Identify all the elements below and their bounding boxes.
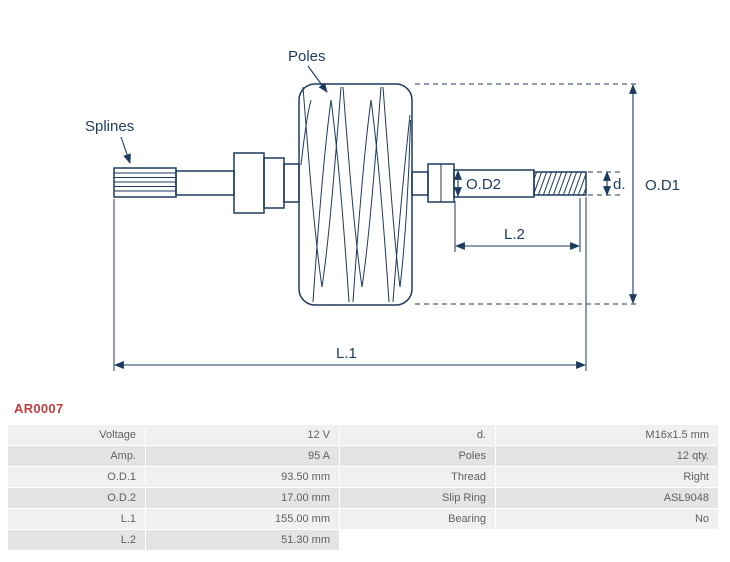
spec-label: Slip Ring	[340, 488, 495, 508]
table-row: L.2 51.30 mm	[8, 530, 718, 550]
table-row: Amp. 95 A Poles 12 qty.	[8, 446, 718, 466]
spec-label: L.1	[8, 509, 145, 529]
spec-value: 17.00 mm	[146, 488, 339, 508]
spec-value: 12 V	[146, 425, 339, 445]
dimension-od2: O.D2	[454, 170, 501, 197]
spec-value: 51.30 mm	[146, 530, 339, 550]
spec-label: L.2	[8, 530, 145, 550]
spec-value	[496, 530, 718, 550]
table-row: O.D.2 17.00 mm Slip Ring ASL9048	[8, 488, 718, 508]
thread-hatching	[534, 172, 586, 195]
spec-value: Right	[496, 467, 718, 487]
product-code: AR0007	[14, 401, 64, 416]
dimension-l1: L.1	[113, 197, 587, 371]
spec-label: Voltage	[8, 425, 145, 445]
spec-value: ASL9048	[496, 488, 718, 508]
callout-splines: Splines	[85, 118, 134, 164]
spec-value: No	[496, 509, 718, 529]
table-row: L.1 155.00 mm Bearing No	[8, 509, 718, 529]
od1-label: O.D1	[645, 177, 680, 194]
splines-label: Splines	[85, 118, 134, 135]
spec-label: Amp.	[8, 446, 145, 466]
od2-label: O.D2	[466, 176, 501, 193]
claw-poles	[300, 86, 411, 303]
spec-value: 95 A	[146, 446, 339, 466]
callout-poles: Poles	[288, 48, 328, 93]
spec-label: O.D.2	[8, 488, 145, 508]
spec-value: 155.00 mm	[146, 509, 339, 529]
dimension-d: d.	[588, 171, 626, 196]
l2-label: L.2	[504, 226, 525, 243]
spec-value: 12 qty.	[496, 446, 718, 466]
rotor-technical-drawing: Splines Poles O.D2 d. O.D1	[85, 48, 680, 371]
spec-label: Thread	[340, 467, 495, 487]
rotor-shape	[113, 83, 587, 306]
table-row: O.D.1 93.50 mm Thread Right	[8, 467, 718, 487]
table-row: Voltage 12 V d. M16x1.5 mm	[8, 425, 718, 445]
spec-label: d.	[340, 425, 495, 445]
poles-label: Poles	[288, 48, 326, 65]
spec-label: O.D.1	[8, 467, 145, 487]
spec-table: Voltage 12 V d. M16x1.5 mm Amp. 95 A Pol…	[7, 424, 719, 551]
spec-label: Poles	[340, 446, 495, 466]
spec-label: Bearing	[340, 509, 495, 529]
dimension-od1: O.D1	[415, 83, 680, 305]
spec-value: M16x1.5 mm	[496, 425, 718, 445]
l1-label: L.1	[336, 345, 357, 362]
d-label: d.	[613, 176, 626, 193]
spec-value: 93.50 mm	[146, 467, 339, 487]
spec-label	[340, 530, 495, 550]
dimension-l2: L.2	[454, 198, 581, 252]
